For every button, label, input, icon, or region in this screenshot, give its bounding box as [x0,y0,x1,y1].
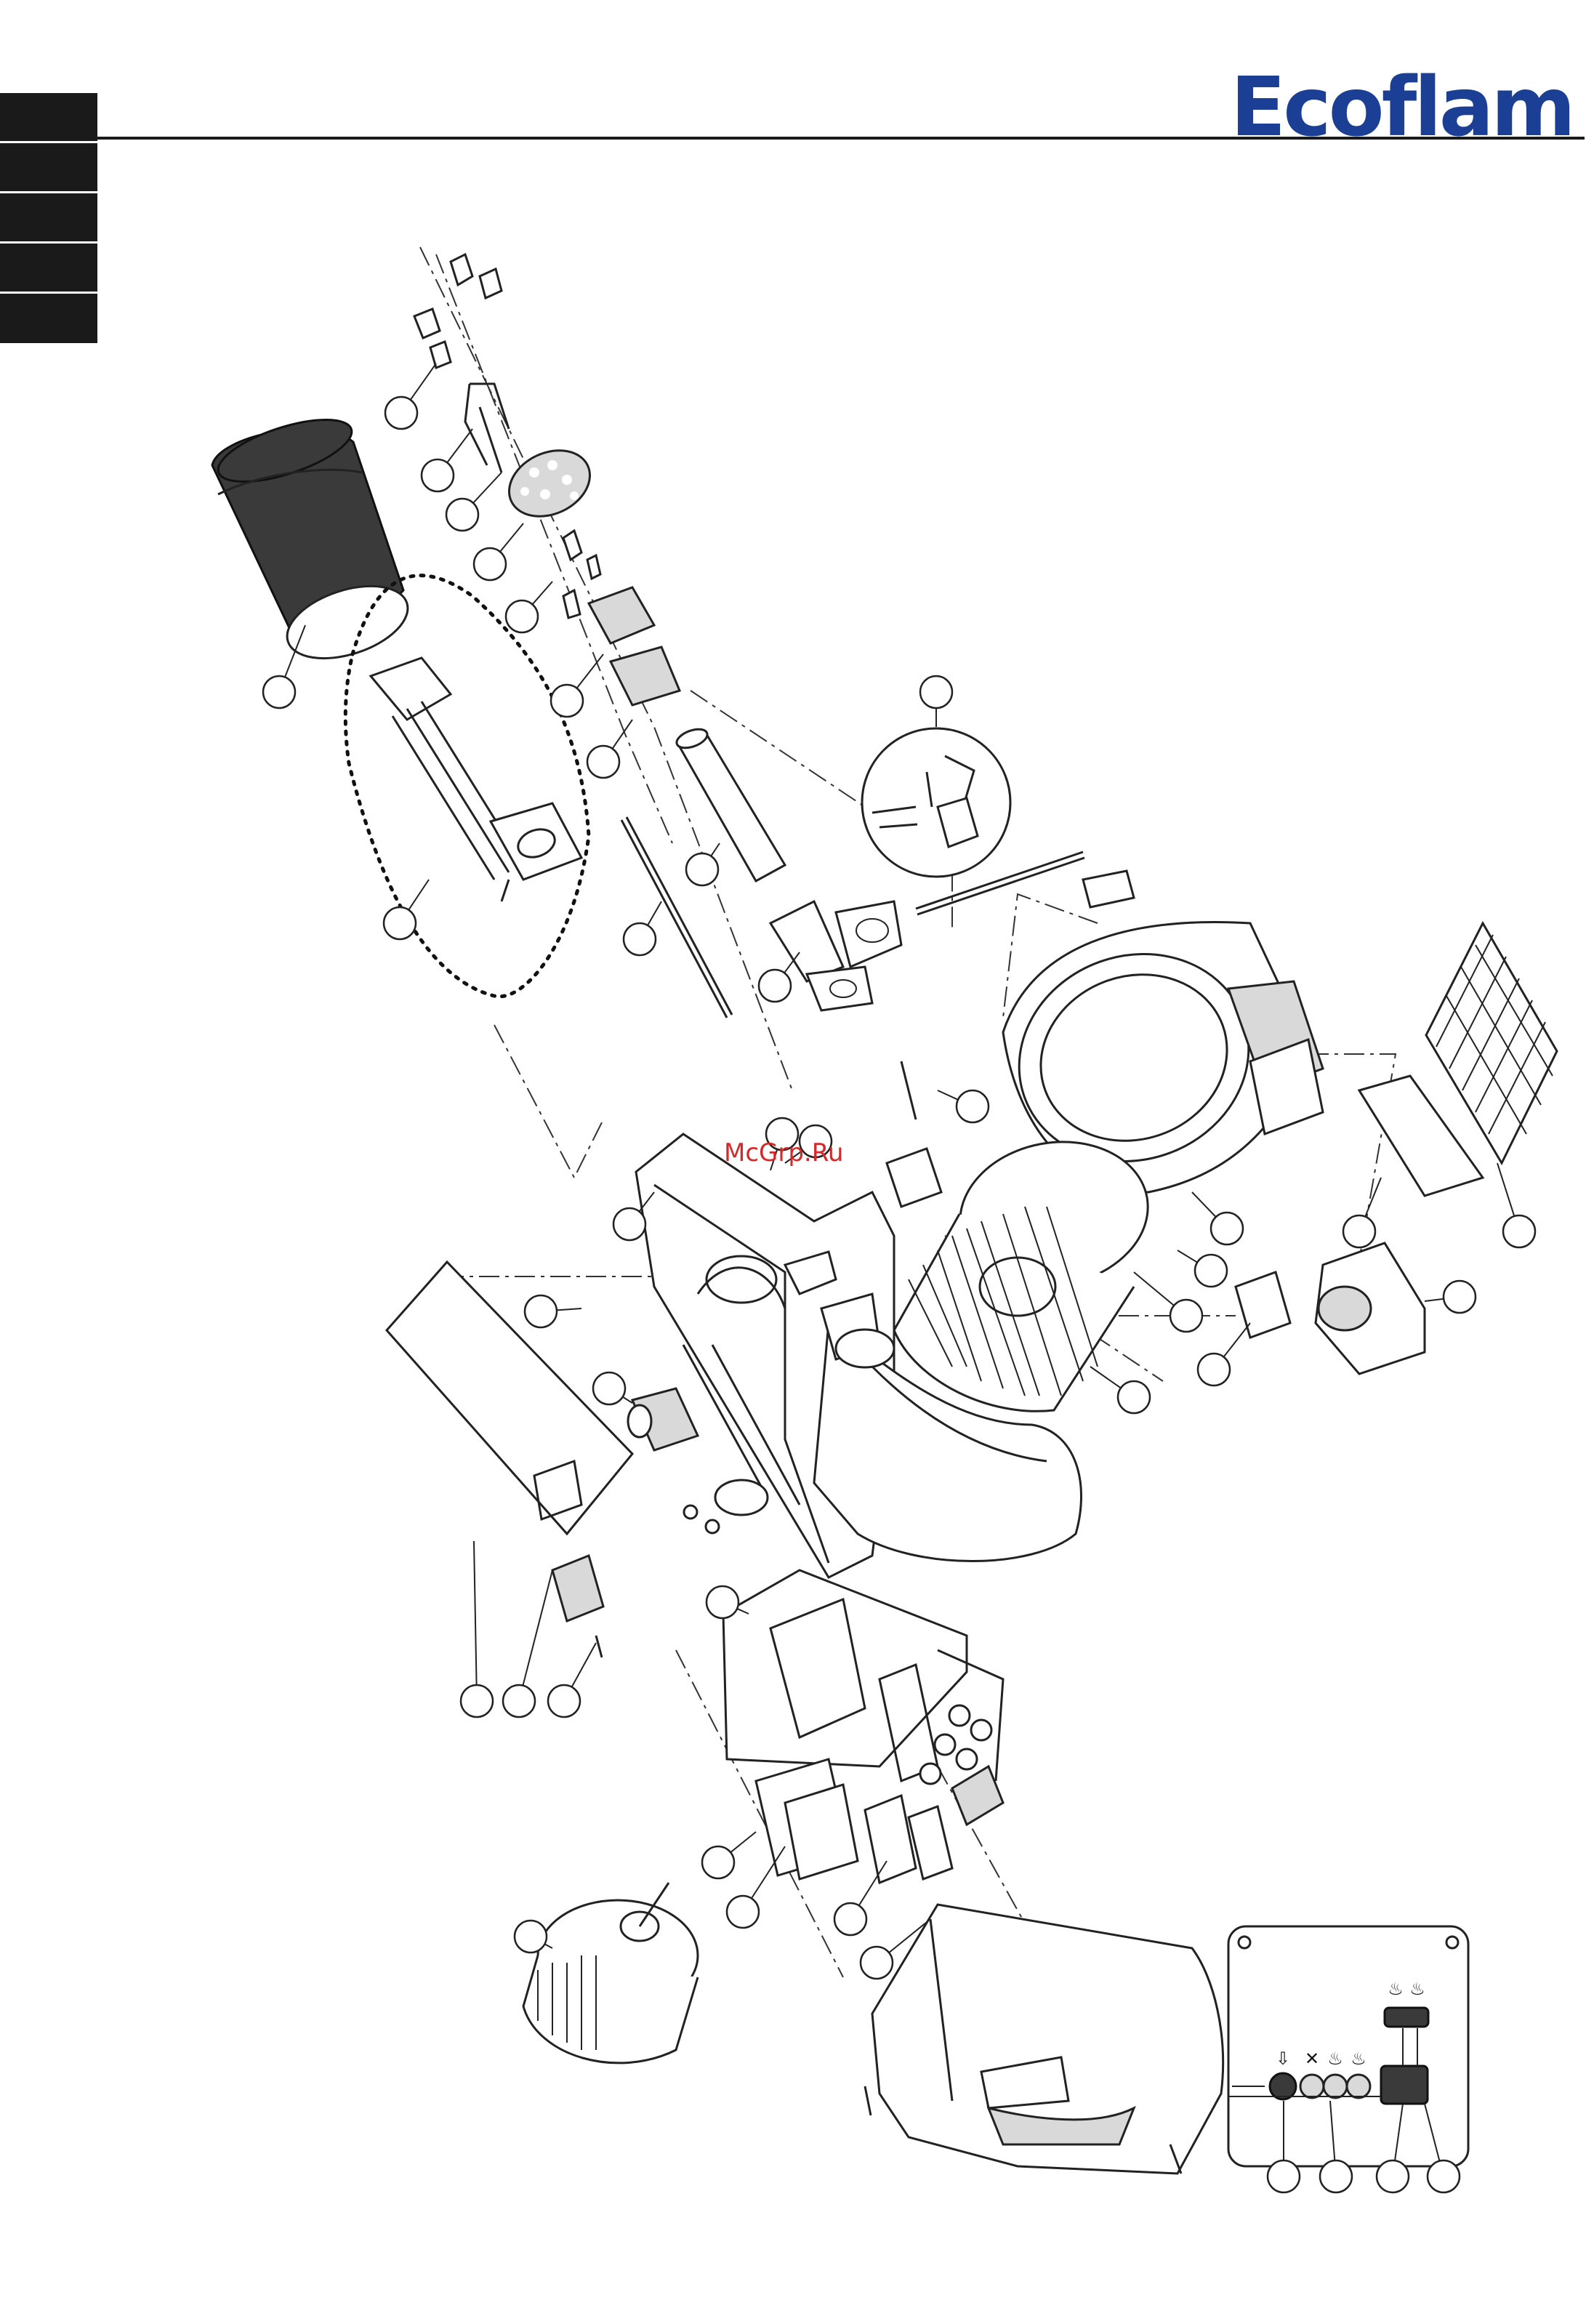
servo-motor [1236,1243,1425,1374]
callout-circle [834,1903,866,1935]
callout-circle [1320,2160,1352,2192]
electrode-bracket [465,384,509,473]
burner-hood [865,1905,1223,2174]
callout-leader-line [572,1643,596,1687]
burner-motor [523,1883,698,2063]
callout-leader-line [1090,1367,1121,1388]
callout-circle [422,459,454,491]
callout-leader-line [474,1541,477,1685]
callout-leader-line [532,582,552,604]
callout-circle [1118,1381,1150,1413]
callout-circle [727,1896,759,1928]
panel-symbol: ♨ [1327,2048,1343,2069]
watermark: McGrp.Ru [724,1138,843,1167]
callout-circle [506,600,538,632]
blast-tube [212,407,417,672]
panel-symbol: ♨ [1388,1979,1404,1999]
callout-circle [957,1090,989,1122]
callout-circle [474,548,506,580]
callout-circle [861,1947,893,1979]
callout-leader-line [1497,1163,1514,1216]
callout-circle [759,970,791,1002]
callout-leader-line [411,363,436,400]
callout-leader-line [711,843,720,856]
callout-leader-line [648,901,661,925]
callout-leader-line [557,1308,581,1310]
callout-circle [1170,1300,1202,1332]
callout-circle [624,923,656,955]
callout-circle [1211,1213,1243,1245]
callout-circle [1198,1354,1230,1386]
callout-circle [587,746,619,778]
callout-circle [515,1921,547,1953]
callout-leader-line [859,1861,887,1905]
callout-circle [263,676,295,708]
callout-circle [1428,2160,1460,2192]
callout-circle [384,907,416,939]
callout-leader-line [938,1090,958,1100]
callout-circle [1444,1281,1476,1313]
callout-leader-line [1134,1272,1174,1306]
callout-leader-line [577,654,603,688]
panel-symbol: ✕ [1305,2048,1319,2069]
callout-leader-line [1425,1299,1444,1301]
callout-circle [686,853,718,885]
callout-circle [1195,1255,1227,1287]
callout-circle [1343,1215,1375,1247]
callout-leader-line [1192,1192,1216,1217]
nozzle-tips [414,254,502,368]
side-cover-panel [387,1262,632,1657]
callout-circle [548,1685,580,1717]
callout-leader-line [1178,1250,1197,1263]
panel-symbol: ⇩ [1276,2048,1290,2069]
callout-circle [461,1685,493,1717]
callout-circle [525,1295,557,1327]
panel-symbol: ♨ [1350,2048,1366,2069]
ignition-electrode-inset [862,728,1010,877]
callout-circle [385,397,417,429]
air-tube-and-rod [621,725,901,1018]
diffuser-disc [499,438,601,528]
pump-coupling-parts [563,531,680,705]
callout-circle [551,685,583,717]
callout-circle [707,1586,738,1618]
panel-symbol: ♨ [1409,1979,1425,1999]
callout-leader-line [623,1397,632,1403]
callout-circle [1268,2160,1300,2192]
callout-circle [613,1208,645,1240]
control-box-and-relays [756,1759,1003,1883]
callout-circle [920,676,952,708]
callout-leader-line [730,1832,756,1852]
callout-leader-line [473,473,502,503]
callout-leader-line [523,1570,552,1686]
callout-leader-line [1224,1323,1250,1357]
callout-circle [1377,2160,1409,2192]
callout-circle [1503,1215,1535,1247]
callout-leader-line [500,523,523,552]
electrical-panel [723,1570,1003,1784]
callout-leader-line [408,880,429,910]
callout-leader-line [447,429,472,462]
callout-circle [446,499,478,531]
callout-circle [702,1846,734,1878]
callout-circle [503,1685,535,1717]
callout-circle [593,1372,625,1404]
photocell-holder [628,1388,698,1450]
